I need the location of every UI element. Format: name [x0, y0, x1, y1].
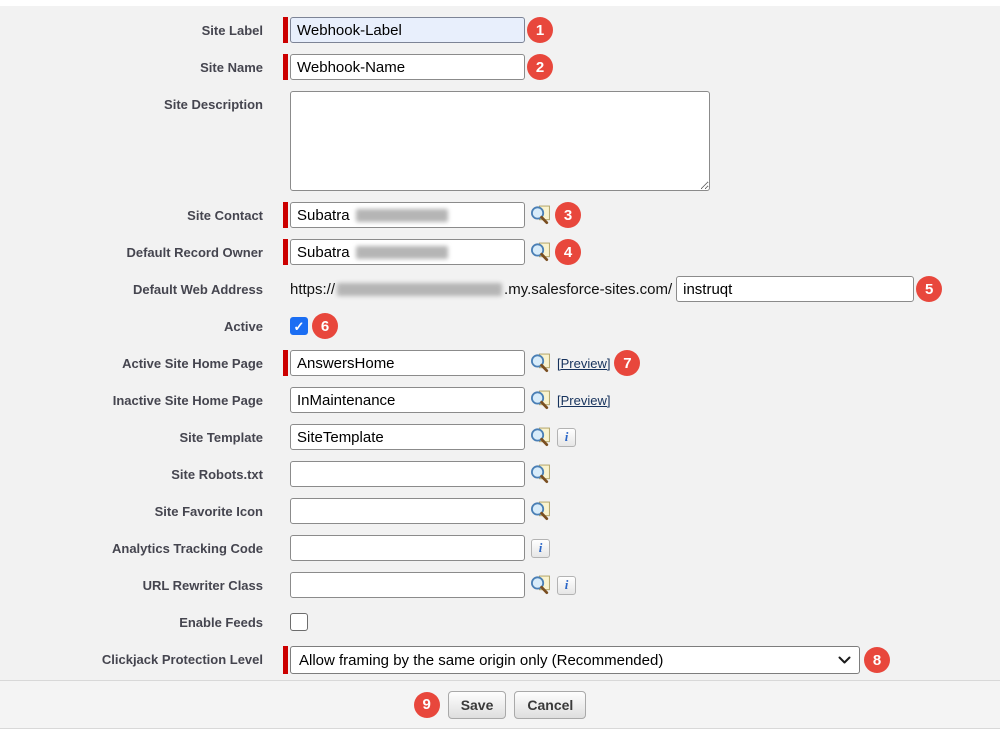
preview-link[interactable]: [Preview] [557, 392, 611, 408]
redacted-text [355, 208, 448, 222]
required-indicator [283, 17, 288, 43]
lookup-icon[interactable] [530, 390, 551, 411]
site-description-textarea[interactable] [290, 91, 710, 191]
form-button-bar: 9 Save Cancel [0, 680, 1000, 729]
annotation-badge-2: 2 [527, 54, 553, 80]
site-contact-input[interactable]: Subatra [290, 202, 525, 228]
default-web-address-row: Default Web Address https:// .my.salesfo… [0, 276, 1000, 302]
clickjack-protection-label: Clickjack Protection Level [101, 652, 263, 667]
lookup-icon[interactable] [530, 427, 551, 448]
site-robots-input[interactable] [290, 461, 525, 487]
annotation-badge-9: 9 [413, 691, 440, 718]
annotation-badge-6: 6 [312, 313, 338, 339]
annotation-badge-5: 5 [916, 276, 943, 302]
site-template-label: Site Template [179, 430, 263, 445]
required-indicator [283, 202, 288, 228]
active-site-home-page-label: Active Site Home Page [122, 356, 263, 371]
lookup-icon[interactable] [530, 205, 551, 226]
site-contact-label: Site Contact [187, 208, 263, 223]
default-record-owner-label: Default Record Owner [126, 245, 263, 260]
site-name-row: Site Name 2 [0, 54, 1000, 80]
clickjack-protection-row: Clickjack Protection Level Allow framing… [0, 646, 1000, 674]
url-rewriter-class-row: URL Rewriter Class i [0, 572, 1000, 598]
active-site-home-page-row: Active Site Home Page [Preview] 7 [0, 350, 1000, 376]
info-icon[interactable]: i [557, 575, 576, 595]
lookup-icon[interactable] [530, 501, 551, 522]
inactive-site-home-page-label: Inactive Site Home Page [112, 393, 263, 408]
active-row: Active 6 [0, 313, 1000, 339]
site-template-row: Site Template i [0, 424, 1000, 450]
chevron-down-icon [838, 656, 851, 664]
default-web-address-label: Default Web Address [132, 282, 263, 297]
site-favorite-icon-input[interactable] [290, 498, 525, 524]
site-edit-form-panel: Site Label 1 Site Name 2 Site Descriptio… [0, 6, 1000, 680]
default-web-address-prefix: https:// .my.salesforce-sites.com/ [290, 276, 672, 302]
annotation-badge-4: 4 [555, 239, 581, 265]
site-contact-visible-text: Subatra [297, 206, 350, 224]
active-label: Active [223, 319, 263, 334]
analytics-tracking-code-input[interactable] [290, 535, 525, 561]
active-site-home-page-input[interactable] [290, 350, 525, 376]
site-name-input[interactable] [290, 54, 525, 80]
analytics-tracking-code-row: Analytics Tracking Code i [0, 535, 1000, 561]
annotation-badge-8: 8 [864, 647, 890, 673]
site-robots-row: Site Robots.txt [0, 461, 1000, 487]
site-description-row: Site Description [0, 91, 1000, 191]
analytics-tracking-code-label: Analytics Tracking Code [112, 541, 263, 556]
cancel-button[interactable]: Cancel [514, 690, 587, 719]
required-indicator [283, 239, 288, 265]
info-icon[interactable]: i [557, 427, 576, 447]
site-template-input[interactable] [290, 424, 525, 450]
inactive-site-home-page-row: Inactive Site Home Page [Preview] [0, 387, 1000, 413]
site-description-label: Site Description [164, 97, 263, 112]
enable-feeds-checkbox[interactable] [290, 613, 308, 631]
default-record-owner-input[interactable]: Subatra [290, 239, 525, 265]
site-favorite-icon-row: Site Favorite Icon [0, 498, 1000, 524]
lookup-icon[interactable] [530, 242, 551, 263]
lookup-icon[interactable] [530, 464, 551, 485]
site-label-label: Site Label [201, 23, 263, 38]
enable-feeds-label: Enable Feeds [179, 615, 263, 630]
save-button[interactable]: Save [447, 690, 507, 719]
redacted-text [337, 282, 503, 296]
site-favorite-icon-label: Site Favorite Icon [154, 504, 263, 519]
default-record-owner-row: Default Record Owner Subatra 4 [0, 239, 1000, 265]
active-checkbox[interactable] [290, 317, 308, 335]
url-domain-text: .my.salesforce-sites.com/ [504, 280, 673, 298]
default-record-owner-visible-text: Subatra [297, 243, 350, 261]
info-icon[interactable]: i [531, 538, 550, 558]
lookup-icon[interactable] [530, 353, 551, 374]
site-name-label: Site Name [200, 60, 263, 75]
clickjack-selected-option: Allow framing by the same origin only (R… [299, 651, 664, 669]
lookup-icon[interactable] [530, 575, 551, 596]
inactive-site-home-page-input[interactable] [290, 387, 525, 413]
required-indicator [283, 646, 288, 674]
site-contact-row: Site Contact Subatra 3 [0, 202, 1000, 228]
annotation-badge-3: 3 [555, 202, 581, 228]
annotation-badge-7: 7 [614, 350, 641, 376]
redacted-text [355, 245, 448, 259]
site-robots-label: Site Robots.txt [171, 467, 263, 482]
required-indicator [283, 54, 288, 80]
url-protocol-text: https:// [290, 280, 336, 298]
site-label-input[interactable] [290, 17, 525, 43]
enable-feeds-row: Enable Feeds [0, 609, 1000, 635]
clickjack-protection-select[interactable]: Allow framing by the same origin only (R… [290, 646, 860, 674]
url-rewriter-class-label: URL Rewriter Class [142, 578, 263, 593]
url-rewriter-class-input[interactable] [290, 572, 525, 598]
required-indicator [283, 350, 288, 376]
annotation-badge-1: 1 [527, 17, 553, 43]
site-label-row: Site Label 1 [0, 17, 1000, 43]
default-web-address-input[interactable] [676, 276, 915, 302]
preview-link[interactable]: [Preview] [557, 355, 611, 371]
